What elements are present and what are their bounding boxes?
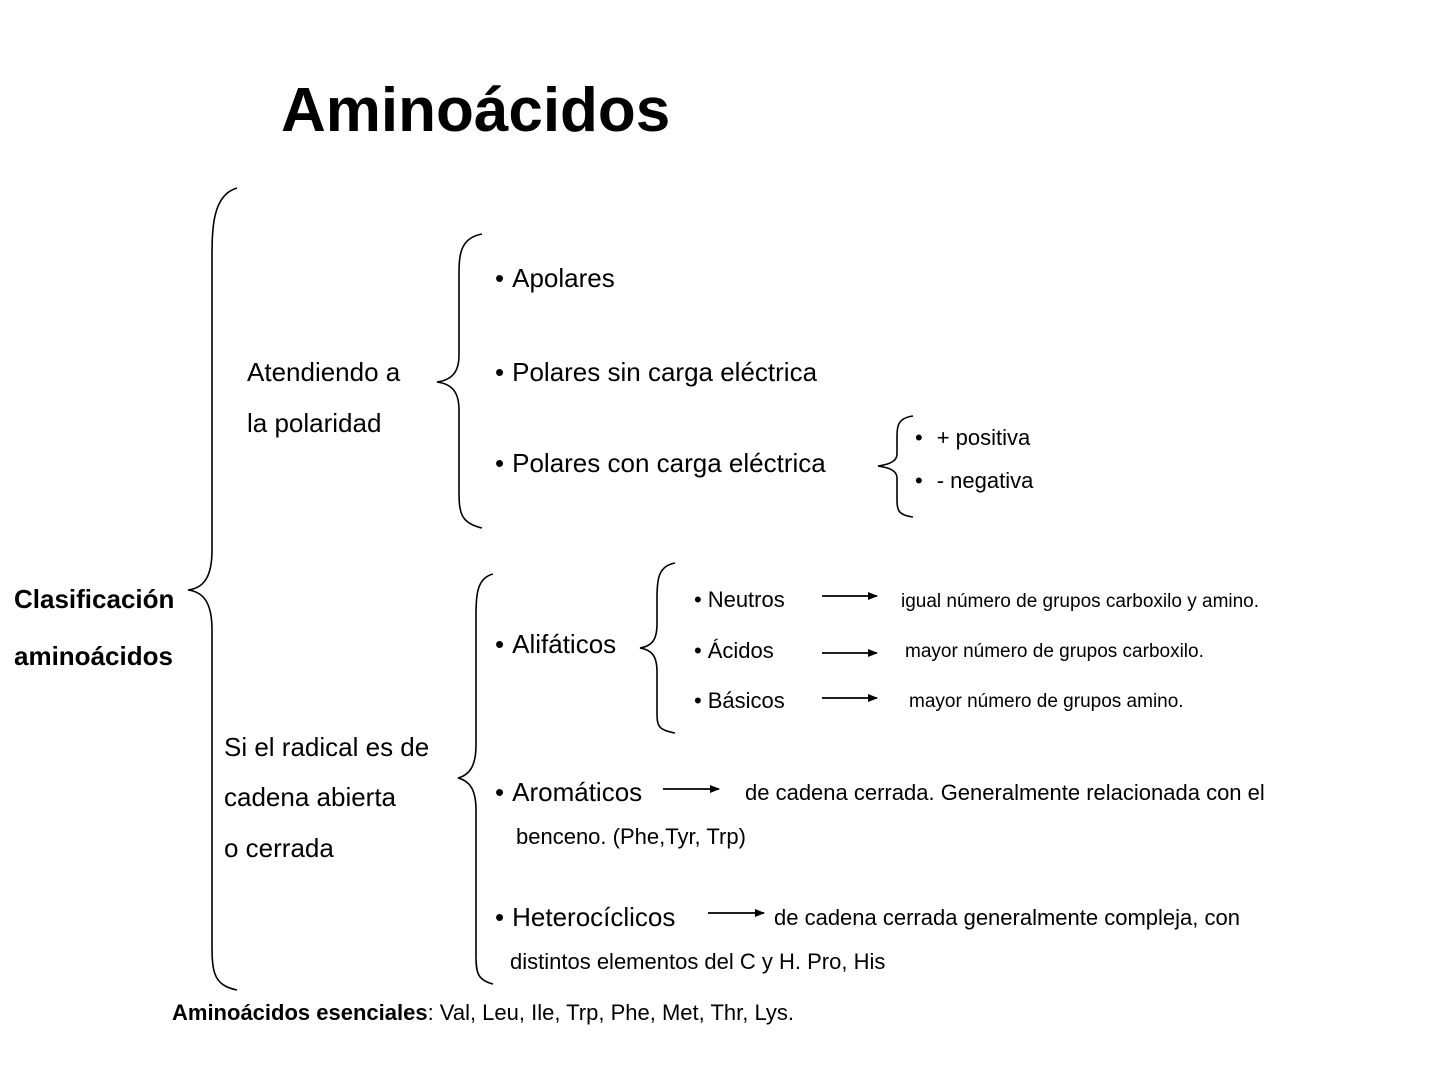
desc-acidos: mayor número de grupos carboxilo. xyxy=(905,641,1204,662)
item-acidos: •Ácidos xyxy=(694,640,774,662)
radical-brace xyxy=(457,573,494,985)
charge-positiva: • + positiva xyxy=(915,427,1030,449)
desc-heterociclicos-line2: distintos elementos del C y H. Pro, His xyxy=(510,949,886,974)
item-polares-con-carga: •Polares con carga eléctrica xyxy=(495,450,826,476)
polarity-label-line2: la polaridad xyxy=(247,408,382,438)
bullet: • xyxy=(495,448,505,478)
bullet: • xyxy=(694,638,702,663)
item-label: Polares con carga eléctrica xyxy=(512,448,826,478)
item-label: Apolares xyxy=(512,263,615,293)
aliphatic-brace xyxy=(639,562,676,734)
item-alifaticos: •Alifáticos xyxy=(495,631,616,657)
root-brace xyxy=(187,187,238,991)
bullet: • xyxy=(915,468,923,493)
item-apolares: •Apolares xyxy=(495,265,615,291)
item-label: Alifáticos xyxy=(512,629,617,659)
desc-basicos: mayor número de grupos amino. xyxy=(909,691,1184,712)
item-basicos: •Básicos xyxy=(694,690,785,712)
desc-neutros: igual número de grupos carboxilo y amino… xyxy=(901,591,1260,612)
radical-label-line2: cadena abierta xyxy=(224,782,397,812)
bullet: • xyxy=(495,777,505,807)
charge-brace xyxy=(877,415,914,518)
root-label-line1: Clasificación xyxy=(14,584,175,614)
item-label: Básicos xyxy=(707,688,785,713)
bullet: • xyxy=(915,425,923,450)
root-label-line2: aminoácidos xyxy=(14,641,173,671)
bullet: • xyxy=(694,688,702,713)
polarity-brace xyxy=(436,233,483,529)
item-neutros: •Neutros xyxy=(694,589,785,611)
item-heterociclicos: •Heterocíclicos xyxy=(495,904,675,930)
item-label: Heterocíclicos xyxy=(512,902,676,932)
item-label: Aromáticos xyxy=(512,777,643,807)
bullet: • xyxy=(495,629,505,659)
essential-label: Aminoácidos esenciales xyxy=(172,1000,428,1025)
desc-heterociclicos-line1: de cadena cerrada generalmente compleja,… xyxy=(774,905,1240,930)
item-aromaticos: •Aromáticos xyxy=(495,779,642,805)
desc-aromaticos-line2: benceno. (Phe,Tyr, Trp) xyxy=(516,824,746,849)
essential-amino-acids: Aminoácidos esenciales: Val, Leu, Ile, T… xyxy=(172,1002,794,1024)
essential-list: : Val, Leu, Ile, Trp, Phe, Met, Thr, Lys… xyxy=(427,1000,794,1025)
bullet: • xyxy=(495,902,505,932)
bullet: • xyxy=(694,587,702,612)
bullet: • xyxy=(495,357,505,387)
item-label: Neutros xyxy=(707,587,785,612)
bullet: • xyxy=(495,263,505,293)
charge-label: - negativa xyxy=(936,468,1034,493)
desc-aromaticos-line1: de cadena cerrada. Generalmente relacion… xyxy=(745,780,1265,805)
charge-negativa: • - negativa xyxy=(915,470,1033,492)
item-polares-sin-carga: •Polares sin carga eléctrica xyxy=(495,359,817,385)
item-label: Polares sin carga eléctrica xyxy=(512,357,818,387)
radical-label-line3: o cerrada xyxy=(224,833,334,863)
polarity-label-line1: Atendiendo a xyxy=(247,357,401,387)
radical-label-line1: Si el radical es de xyxy=(224,732,430,762)
page-title: Aminoácidos xyxy=(281,76,671,145)
item-label: Ácidos xyxy=(707,638,774,663)
charge-label: + positiva xyxy=(936,425,1031,450)
